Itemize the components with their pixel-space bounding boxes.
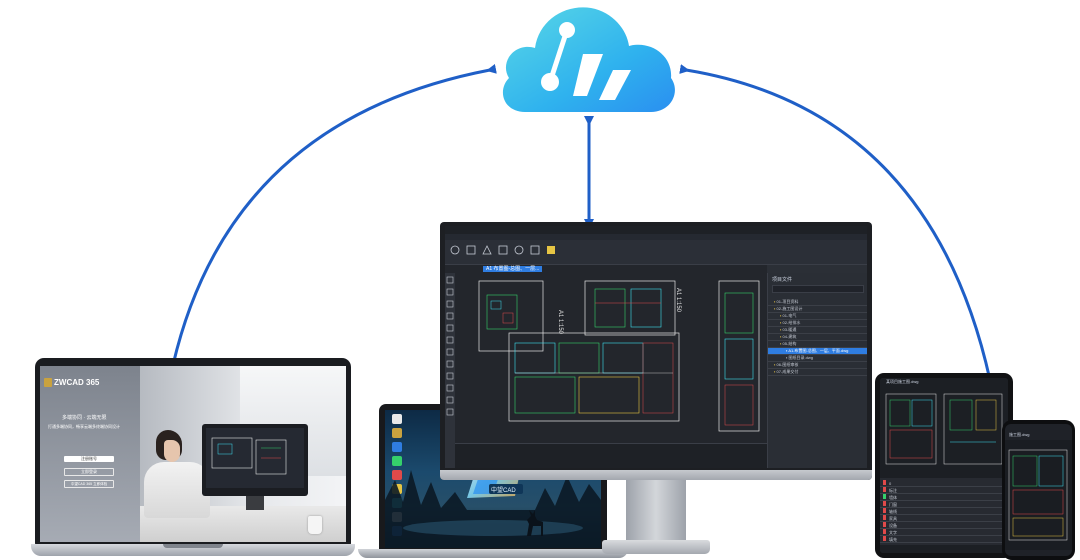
laptop-left: ZWCAD 365 多端协同 · 云端无限 打通多端协同，畅享云端多终端协同设计… — [31, 358, 355, 560]
layer-item[interactable]: 0 — [889, 481, 892, 486]
trial-button[interactable]: 中望CAD 365 立即体验 — [64, 480, 114, 488]
layer-list[interactable]: 0 标注 墙体 门窗 轴线 家具 设备 文字 填充 — [880, 480, 1008, 544]
cad-screen: A1 布置图-总图、一层... — [445, 226, 867, 468]
tree-item[interactable]: 图纸目录.dwg — [788, 355, 813, 360]
photo-monitor — [202, 424, 308, 496]
cad-command-line[interactable] — [455, 443, 767, 468]
tree-item[interactable]: 01-电气 — [782, 313, 797, 318]
tablet-screen: 某项目施工图.dwg 0 标注 墙体 门窗 轴线 家具 设备 文字 — [880, 378, 1008, 553]
laptop-left-notch — [163, 544, 223, 548]
zwcad-logo: ZWCAD 365 — [54, 378, 100, 387]
cad-toolstrip[interactable] — [445, 273, 455, 468]
phone: 施工图.dwg — [1002, 420, 1075, 560]
tree-item[interactable]: 05-结构 — [782, 341, 797, 346]
arrow-cloud-tablet — [679, 64, 994, 384]
deer-silhouette-icon — [527, 510, 543, 536]
arrow-cloud-laptop — [169, 63, 497, 369]
tree-item-selected[interactable]: A1-布置图-总图、一层、平面.dwg — [788, 348, 849, 353]
cad-ribbon — [445, 240, 867, 265]
desktop-monitor: A1 布置图-总图、一层... — [440, 222, 872, 557]
layer-item[interactable]: 轴线 — [889, 509, 897, 514]
project-panel: 项目文件 ▪ 01-项目资料 ▪ 02-施工图设计 ▪ 01-电气 ▪ 02-给… — [767, 273, 867, 468]
zwcad-logo-icon — [44, 378, 52, 387]
layout-label-1: A1 1:150 — [557, 310, 563, 335]
tab-active[interactable]: A1 布置图-总图、一层... — [483, 266, 543, 272]
tree-item[interactable]: 01-项目资料 — [776, 299, 799, 304]
layer-item[interactable]: 填充 — [889, 537, 897, 542]
tree-item[interactable]: 06-图纸审核 — [776, 362, 799, 367]
layer-item[interactable]: 家具 — [889, 516, 897, 521]
tablet-titlebar: 某项目施工图.dwg — [880, 378, 1008, 386]
layer-item[interactable]: 文字 — [889, 530, 897, 535]
person-body — [144, 462, 210, 518]
monitor-chin — [440, 470, 872, 480]
monitor-neck — [626, 480, 686, 542]
layer-item[interactable]: 墙体 — [889, 495, 897, 500]
tree-item[interactable]: 04-建筑 — [782, 334, 797, 339]
zwcad-cloud-logo-icon — [502, 7, 675, 112]
layer-item[interactable]: 设备 — [889, 523, 897, 528]
layer-item[interactable]: 标注 — [889, 488, 897, 493]
phone-screen: 施工图.dwg — [1005, 424, 1072, 556]
photo-monitor-stand — [246, 496, 264, 510]
tree-item[interactable]: 03-暖通 — [782, 327, 797, 332]
tablet-title: 某项目施工图.dwg — [886, 379, 919, 384]
monitor-foot — [602, 540, 710, 554]
cad-tabbar: A1 布置图-总图、一层... — [445, 265, 767, 273]
panel-search[interactable] — [772, 285, 864, 293]
laptop-left-screen: ZWCAD 365 多端协同 · 云端无限 打通多端协同，畅享云端多终端协同设计… — [40, 366, 346, 542]
person-face — [164, 440, 180, 462]
tablet-drawing[interactable] — [880, 386, 1008, 478]
register-button[interactable]: 注册账号 — [64, 456, 114, 462]
cad-drawing-canvas[interactable] — [455, 273, 767, 443]
cad-titlebar — [445, 226, 867, 234]
laptop-left-base — [31, 544, 355, 556]
phone-title: 施工图.dwg — [1009, 432, 1030, 437]
cup — [308, 516, 322, 534]
login-button[interactable]: 立即登录 — [64, 468, 114, 476]
tree-item[interactable]: 02-给排水 — [782, 320, 801, 325]
badge-label: 中望CAD — [491, 488, 516, 494]
slogan-line2: 打通多端协同，畅享云端多终端协同设计 — [48, 424, 120, 429]
tablet-bottom-toolbar[interactable] — [880, 545, 1008, 553]
layout-label-2: A1 1:150 — [675, 288, 681, 313]
slogan-line1: 多端协同 · 云端无限 — [62, 415, 107, 421]
tablet: 某项目施工图.dwg 0 标注 墙体 门窗 轴线 家具 设备 文字 — [875, 373, 1013, 558]
panel-title: 项目文件 — [772, 277, 793, 283]
tree-item[interactable]: 02-施工图设计 — [776, 306, 803, 311]
phone-drawing[interactable] — [1005, 440, 1072, 550]
login-panel — [40, 366, 140, 542]
layer-item[interactable]: 门窗 — [889, 502, 897, 507]
tree-item[interactable]: 07-成果交付 — [776, 369, 799, 374]
laptop-middle-base — [358, 549, 628, 558]
cad-menubar — [445, 234, 867, 240]
